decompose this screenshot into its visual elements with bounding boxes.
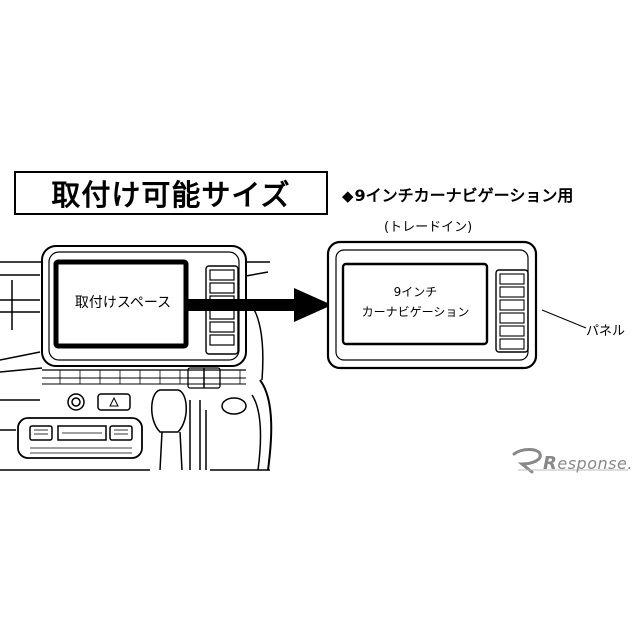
- spec-heading: ◆9インチカーナビゲーション用: [342, 182, 573, 206]
- watermark-rest: esponse.: [557, 454, 633, 473]
- arrow-icon: [184, 288, 332, 322]
- page-title: 取付け可能サイズ: [51, 178, 291, 212]
- navi-screen-label: 9インチ カーナビゲーション: [345, 282, 486, 322]
- dashboard-illustration: [0, 245, 273, 471]
- navi-label-line1: 9インチ: [393, 285, 438, 299]
- watermark-initial: R: [543, 453, 558, 474]
- panel-leader-line: [541, 309, 587, 329]
- response-logo: [512, 448, 628, 474]
- navi-panel: [326, 240, 538, 370]
- watermark-text: Response.: [543, 453, 633, 474]
- panel-label: パネル: [586, 324, 626, 339]
- diamond-icon: ◆: [342, 187, 354, 205]
- navi-label-line2: カーナビゲーション: [361, 305, 470, 319]
- title-box: 取付け可能サイズ: [14, 171, 328, 215]
- spec-text: 9インチカーナビゲーション用: [354, 186, 574, 205]
- installation-space-label: 取付けスペース: [74, 295, 172, 311]
- trade-in-label: (トレードイン): [384, 220, 473, 235]
